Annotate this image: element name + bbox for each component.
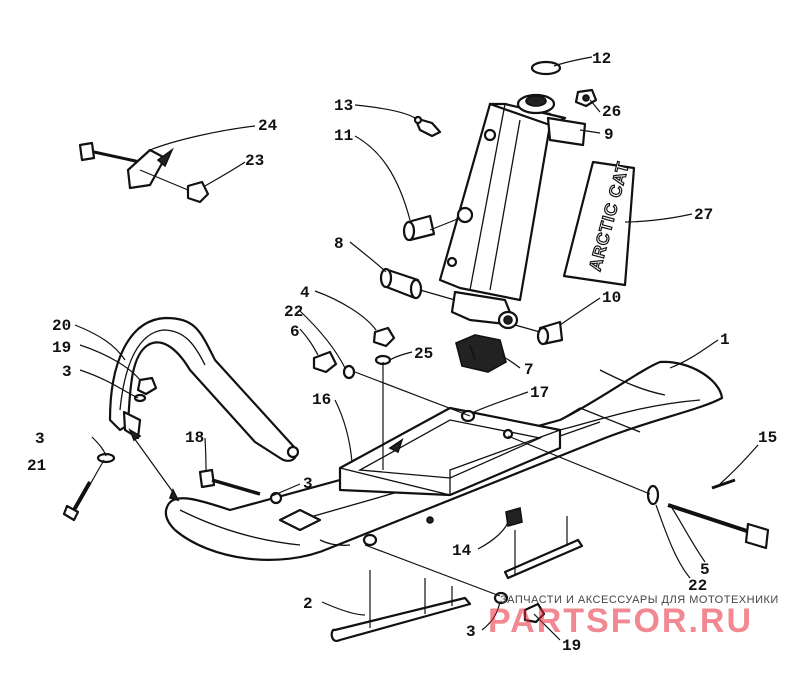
callout-13: 13 — [334, 97, 353, 115]
callout-10: 10 — [602, 289, 621, 307]
callout-8: 8 — [334, 235, 344, 253]
cap — [530, 60, 562, 76]
callout-9: 9 — [604, 126, 614, 144]
nut-23 — [186, 180, 210, 204]
callout-25: 25 — [414, 345, 433, 363]
callout-19-bottom: 19 — [562, 637, 581, 655]
washer-22-bottom — [646, 484, 660, 506]
callout-3-handle: 3 — [62, 363, 72, 381]
bolt-18 — [198, 468, 261, 496]
nut-4 — [372, 326, 396, 348]
arctic-cat-decal: ARCTIC CAT — [562, 159, 636, 287]
pin-15 — [711, 478, 736, 490]
callout-labels: 1 2 3 3 3 3 4 5 6 7 8 9 10 11 12 13 14 1… — [27, 50, 777, 655]
callout-5: 5 — [700, 561, 710, 579]
callout-22-top: 22 — [284, 303, 303, 321]
bolt-24 — [78, 141, 141, 164]
callout-23: 23 — [245, 152, 264, 170]
watermark-logo: PARTSFOR.RU — [488, 602, 753, 640]
washer-3-side — [133, 393, 147, 403]
callout-17: 17 — [530, 384, 549, 402]
rubber-bumper — [455, 334, 507, 373]
bolt-5 — [667, 503, 770, 550]
callout-7: 7 — [524, 361, 534, 379]
nut-6 — [312, 350, 338, 374]
bushing-8 — [379, 267, 423, 300]
callout-22-bottom: 22 — [688, 577, 707, 595]
callout-18: 18 — [185, 429, 204, 447]
callout-2: 2 — [303, 595, 313, 613]
ski-handle — [108, 316, 300, 462]
callout-20: 20 — [52, 317, 71, 335]
spindle-housing — [438, 93, 587, 330]
watermark: ЗАПЧАСТИ И АКСЕССУАРЫ ДЛЯ МОТОТЕХНИКИ PA… — [488, 594, 779, 640]
callout-6: 6 — [290, 323, 300, 341]
callout-27: 27 — [694, 206, 713, 224]
callout-4: 4 — [300, 284, 310, 302]
washer-3-handle — [96, 452, 116, 464]
callout-15: 15 — [758, 429, 777, 447]
callout-14: 14 — [452, 542, 472, 560]
nut-26 — [574, 88, 598, 108]
grease-fitting — [413, 115, 442, 138]
clip-24 — [126, 148, 167, 190]
callout-11: 11 — [334, 127, 353, 145]
ski-saddle — [338, 406, 562, 497]
callout-12: 12 — [592, 50, 611, 68]
nut-19-handle — [136, 376, 158, 396]
washer-22-top — [342, 364, 356, 380]
bolt-21 — [62, 481, 92, 522]
bushing-10 — [536, 320, 564, 346]
bushing-11 — [402, 214, 436, 242]
assembly-lines — [87, 169, 651, 597]
callout-19-handle: 19 — [52, 339, 71, 357]
callout-leaders — [74, 56, 759, 641]
callout-26: 26 — [602, 103, 621, 121]
wear-bar-2 — [330, 570, 472, 642]
wear-bar-14 — [503, 506, 584, 580]
callout-3-bottom: 3 — [466, 623, 476, 641]
watermark-tagline: ЗАПЧАСТИ И АКСЕССУАРЫ ДЛЯ МОТОТЕХНИКИ — [500, 594, 779, 606]
nut-19-lower — [523, 602, 546, 624]
callout-3-left: 3 — [35, 430, 45, 448]
callout-3-bolt: 3 — [303, 475, 313, 493]
callout-16: 16 — [312, 391, 331, 409]
callout-24: 24 — [258, 117, 278, 135]
callout-1: 1 — [720, 331, 730, 349]
callout-21: 21 — [27, 457, 46, 475]
